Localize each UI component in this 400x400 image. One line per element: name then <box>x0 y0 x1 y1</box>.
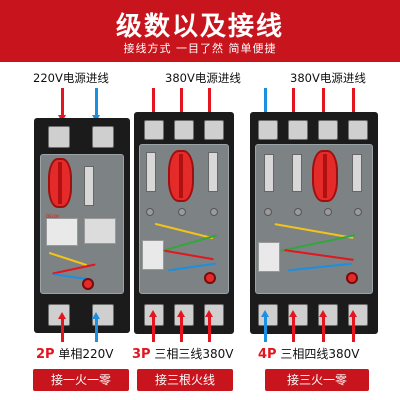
top-terminal <box>318 120 338 140</box>
top-terminal <box>288 120 308 140</box>
top-terminal <box>204 120 224 140</box>
input-label-3p: 380V电源进线 <box>165 71 241 85</box>
screw <box>146 208 154 216</box>
output-arrow-neutral <box>92 312 100 342</box>
wiring-label-4p: 接三火一零 <box>265 369 369 391</box>
breaker-4p <box>250 112 378 334</box>
header-banner <box>0 0 400 62</box>
breaker-2p: DELIXI <box>34 118 130 333</box>
top-terminal <box>144 120 164 140</box>
contact-lever <box>292 154 302 192</box>
pole-count: 4P <box>258 347 277 362</box>
screw <box>354 208 362 216</box>
wiring-label-3p: 接三根火线 <box>137 369 233 391</box>
output-arrow-live <box>149 310 157 342</box>
handle-grip <box>323 154 327 198</box>
screw <box>294 208 302 216</box>
caption-2p: 2P 单相220V <box>36 345 114 362</box>
output-arrow-live <box>205 310 213 342</box>
pole-count: 3P <box>132 347 151 362</box>
pole-description: 三相四线380V <box>280 347 360 361</box>
input-arrow-live <box>58 88 66 122</box>
top-terminal <box>92 126 114 148</box>
screw <box>178 208 186 216</box>
contact-lever <box>352 154 362 192</box>
top-terminal <box>258 120 278 140</box>
pole-count: 2P <box>36 347 55 362</box>
pole-description: 三相三线380V <box>154 347 234 361</box>
breaker-3p <box>134 112 234 334</box>
screw <box>264 208 272 216</box>
leakage-module <box>46 218 78 246</box>
contact-lever <box>208 152 218 192</box>
output-arrow-neutral <box>261 310 269 342</box>
handle-grip <box>179 154 183 198</box>
screw <box>210 208 218 216</box>
screw <box>324 208 332 216</box>
rating-plate <box>84 218 116 244</box>
page-subtitle: 接线方式 一目了然 简单便捷 <box>123 42 277 55</box>
page-title: 级数以及接线 <box>115 12 284 42</box>
top-terminal <box>48 126 70 148</box>
test-button <box>82 278 94 290</box>
wiring-label-2p: 接一火一零 <box>33 369 129 391</box>
output-arrow-live <box>319 310 327 342</box>
leakage-module <box>142 240 164 270</box>
contact-lever <box>264 154 274 192</box>
caption-3p: 3P 三相三线380V <box>132 345 234 362</box>
input-arrow-neutral <box>92 88 100 122</box>
output-arrow-live <box>289 310 297 342</box>
top-terminal <box>174 120 194 140</box>
input-label-4p: 380V电源进线 <box>290 71 366 85</box>
top-terminal <box>348 120 368 140</box>
output-arrow-live <box>177 310 185 342</box>
leakage-module <box>258 242 280 272</box>
test-button <box>346 272 358 284</box>
contact-lever <box>146 152 156 192</box>
brand-mark: DELIXI <box>46 214 59 219</box>
output-arrow-live <box>349 310 357 342</box>
contact-lever <box>84 166 94 206</box>
pole-description: 单相220V <box>58 347 114 361</box>
output-arrow-live <box>58 312 66 342</box>
handle-grip <box>58 162 62 204</box>
test-button <box>204 272 216 284</box>
input-label-2p: 220V电源进线 <box>33 71 109 85</box>
caption-4p: 4P 三相四线380V <box>258 345 360 362</box>
